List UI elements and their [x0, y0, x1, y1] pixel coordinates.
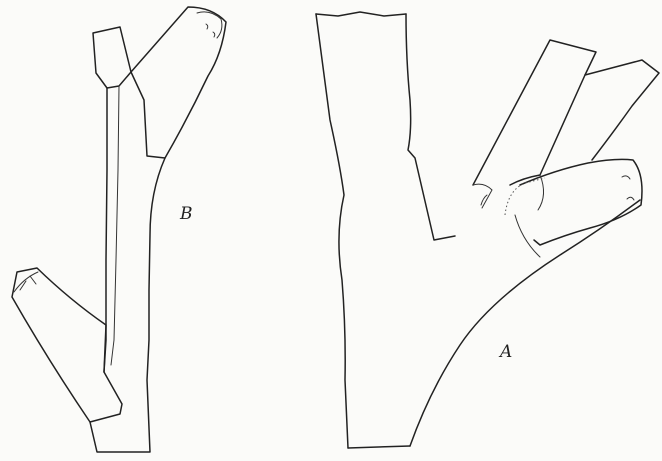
- specimen-a-branch-3: [520, 159, 642, 245]
- specimen-b-upper-branch: [131, 7, 226, 158]
- specimen-b-top-stub: [93, 27, 131, 88]
- specimen-a-main-trunk: [316, 14, 348, 448]
- specimen-a: [316, 12, 659, 448]
- label-b: B: [179, 204, 193, 224]
- specimen-a-branch-2: [585, 60, 659, 160]
- specimen-a-cut-marks: [622, 176, 634, 200]
- label-a: A: [498, 342, 512, 362]
- specimen-b: [12, 7, 226, 452]
- specimen-b-lower-tip-rim: [14, 272, 38, 292]
- specimen-a-branch-1: [473, 40, 596, 185]
